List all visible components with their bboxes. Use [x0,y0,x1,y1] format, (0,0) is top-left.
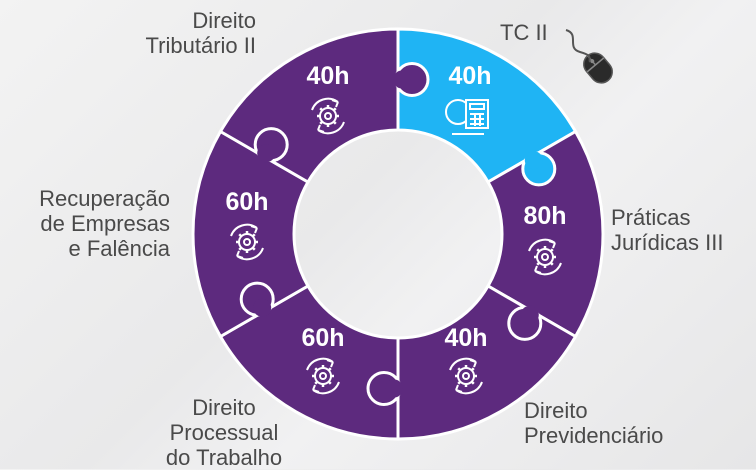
gear-cycle-icon [449,357,483,395]
mouse-cable [565,29,591,63]
puzzle-knob-neck [393,70,411,89]
calculator-gear-icon [445,99,489,135]
gear-cycle-icon [230,223,264,261]
label-tc2: TC II [500,20,548,45]
label-direito-tributario: Direito Tributário II [145,8,256,58]
segment-direito-processual-piece [218,283,400,441]
label-praticas-juridicas: Práticas Jurídicas III [611,205,724,255]
hours-praticas-juridicas: 80h [523,202,566,230]
gear-cycle-icon [311,97,345,135]
puzzle-knob-neck [524,151,543,170]
gear-cycle-icon [528,238,562,276]
segment-praticas-juridicas-piece [486,129,605,339]
hours-recuperacao-empresas: 60h [225,188,268,216]
puzzle-knob-neck [253,298,272,317]
label-recuperacao-empresas: Recuperação de Empresas e Falência [39,186,170,261]
hours-direito-previdenciario: 40h [444,324,487,352]
gear-cycle-icon [306,357,340,395]
puzzle-knobs [239,62,557,406]
hours-tc2: 40h [448,62,491,90]
hours-direito-tributario: 40h [306,62,349,90]
hours-direito-processual: 60h [301,324,344,352]
puzzle-knob-neck [385,379,403,398]
puzzle-knob-neck [520,305,539,324]
label-direito-processual: Direito Processual do Trabalho [165,395,283,470]
label-direito-previdenciario: Direito Previdenciário [524,398,664,448]
puzzle-knob-neck [257,144,276,163]
